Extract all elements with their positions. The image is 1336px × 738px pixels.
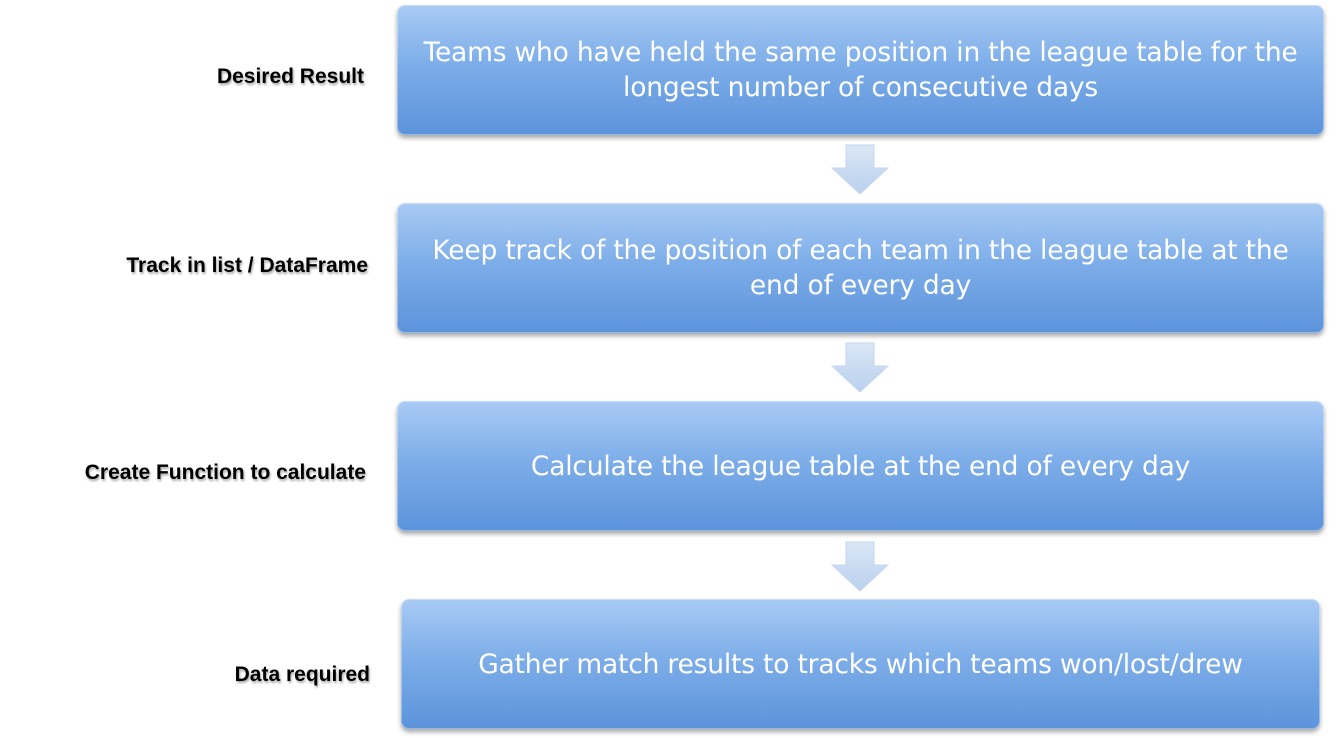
step-box-desired-result: Teams who have held the same position in…	[397, 5, 1324, 135]
down-arrow-icon	[830, 342, 890, 393]
step-text-data-required: Gather match results to tracks which tea…	[478, 648, 1243, 680]
step-box-create-function: Calculate the league table at the end of…	[397, 401, 1324, 531]
down-arrow-icon	[830, 541, 890, 592]
step-box-track-in-list: Keep track of the position of each team …	[397, 203, 1324, 333]
step-box-data-required: Gather match results to tracks which tea…	[401, 599, 1320, 729]
step-text-track-in-list: Keep track of the position of each team …	[432, 235, 1289, 301]
step-label-data-required: Data required	[234, 663, 370, 686]
step-text-desired-result: Teams who have held the same position in…	[423, 37, 1298, 103]
step-text-create-function: Calculate the league table at the end of…	[530, 450, 1191, 482]
step-label-desired-result: Desired Result	[216, 65, 364, 88]
down-arrow-icon	[830, 144, 890, 195]
step-label-track-in-list: Track in list / DataFrame	[126, 254, 368, 277]
step-label-create-function: Create Function to calculate	[84, 461, 366, 484]
